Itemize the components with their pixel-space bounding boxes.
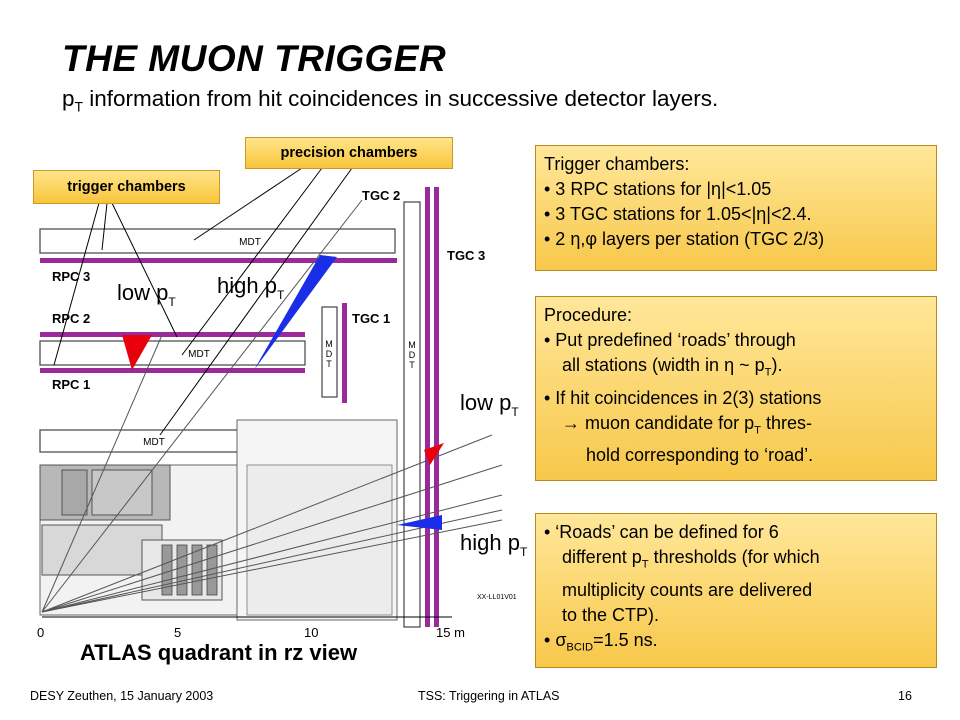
- box1-line1: • 3 RPC stations for |η|<1.05: [544, 179, 772, 199]
- svg-text:RPC 2: RPC 2: [52, 311, 90, 326]
- footer-page-number: 16: [898, 689, 912, 703]
- trigger-chambers-callout: trigger chambers: [33, 170, 220, 204]
- svg-text:low pT: low pT: [460, 390, 519, 419]
- svg-text:RPC 1: RPC 1: [52, 377, 90, 392]
- mdt-endcap-large: [403, 201, 421, 628]
- arrow-icon: →: [562, 412, 580, 433]
- svg-text:15 m: 15 m: [436, 625, 465, 640]
- svg-text:M: M: [325, 339, 333, 349]
- box3-line1: • ‘Roads’ can be defined for 6: [544, 522, 779, 542]
- svg-text:0: 0: [37, 625, 44, 640]
- box3-line3: multiplicity counts are delivered: [562, 579, 813, 600]
- rpc1-chamber: [40, 368, 305, 373]
- mdt-endcap-small: [321, 306, 338, 398]
- svg-text:T: T: [326, 359, 332, 369]
- precision-chambers-callout: precision chambers: [245, 137, 453, 169]
- slide-title: THE MUON TRIGGER: [62, 38, 447, 79]
- svg-text:M: M: [408, 340, 416, 350]
- box3-line4: to the CTP).: [562, 604, 660, 625]
- tgc3-chamber: [434, 187, 439, 627]
- rpc2-chamber: [40, 332, 305, 337]
- svg-text:10: 10: [304, 625, 318, 640]
- box3-line5: • σBCID=1.5 ns.: [544, 629, 658, 654]
- svg-text:low pT: low pT: [117, 280, 176, 309]
- procedure-box: Procedure: • Put predefined ‘roads’ thro…: [535, 296, 937, 481]
- svg-text:XX-LL01V01: XX-LL01V01: [477, 594, 517, 601]
- svg-text:MDT: MDT: [188, 349, 210, 360]
- svg-text:TGC 3: TGC 3: [447, 248, 485, 263]
- box2-line4: → muon candidate for pT thres-: [562, 412, 812, 437]
- footer-center: TSS: Triggering in ATLAS: [418, 689, 560, 703]
- svg-text:high pT: high pT: [217, 273, 285, 302]
- svg-text:MDT: MDT: [239, 237, 261, 248]
- svg-text:TGC 1: TGC 1: [352, 311, 390, 326]
- tgc2-chamber: [425, 187, 430, 627]
- atlas-quadrant-diagram: MDT MDT MDT M D T M D T: [32, 165, 530, 645]
- box2-line3: • If hit coincidences in 2(3) stations: [544, 387, 822, 408]
- mdt-outer: [39, 228, 396, 254]
- svg-text:5: 5: [174, 625, 181, 640]
- box2-line5: hold corresponding to ‘road’.: [586, 445, 814, 466]
- box2-line2: all stations (width in η ~ pT).: [562, 355, 783, 379]
- box1-line2: • 3 TGC stations for 1.05<|η|<2.4.: [544, 204, 812, 224]
- high-pt-road-endcap: [397, 515, 442, 530]
- diagram-caption: ATLAS quadrant in rz view: [80, 640, 358, 665]
- high-pt-road-barrel: [254, 255, 337, 370]
- low-pt-road-barrel: [122, 335, 152, 370]
- svg-text:MDT: MDT: [143, 437, 165, 448]
- box1-line3: • 2 η,φ layers per station (TGC 2/3): [544, 229, 825, 249]
- box2-line1: • Put predefined ‘roads’ through: [544, 330, 796, 350]
- mdt-inner: [39, 429, 241, 453]
- svg-text:TGC 2: TGC 2: [362, 188, 400, 203]
- box1-heading: Trigger chambers:: [544, 154, 690, 174]
- svg-text:high pT: high pT: [460, 530, 528, 559]
- svg-text:D: D: [326, 349, 333, 359]
- footer-left: DESY Zeuthen, 15 January 2003: [30, 689, 214, 703]
- svg-text:RPC 3: RPC 3: [52, 269, 90, 284]
- slide-subtitle: pT information from hit coincidences in …: [62, 86, 719, 115]
- trigger-chambers-box: Trigger chambers: • 3 RPC stations for |…: [535, 145, 937, 271]
- roads-box: • ‘Roads’ can be defined for 6 different…: [535, 513, 937, 668]
- mdt-middle: [39, 340, 306, 366]
- rpc3-chamber: [40, 258, 397, 263]
- svg-text:D: D: [409, 350, 416, 360]
- svg-text:T: T: [409, 360, 415, 370]
- low-pt-road-endcap: [424, 443, 444, 465]
- box3-line2: different pT thresholds (for which: [562, 547, 820, 571]
- box2-heading: Procedure:: [544, 305, 633, 325]
- tgc1-chamber: [342, 303, 347, 403]
